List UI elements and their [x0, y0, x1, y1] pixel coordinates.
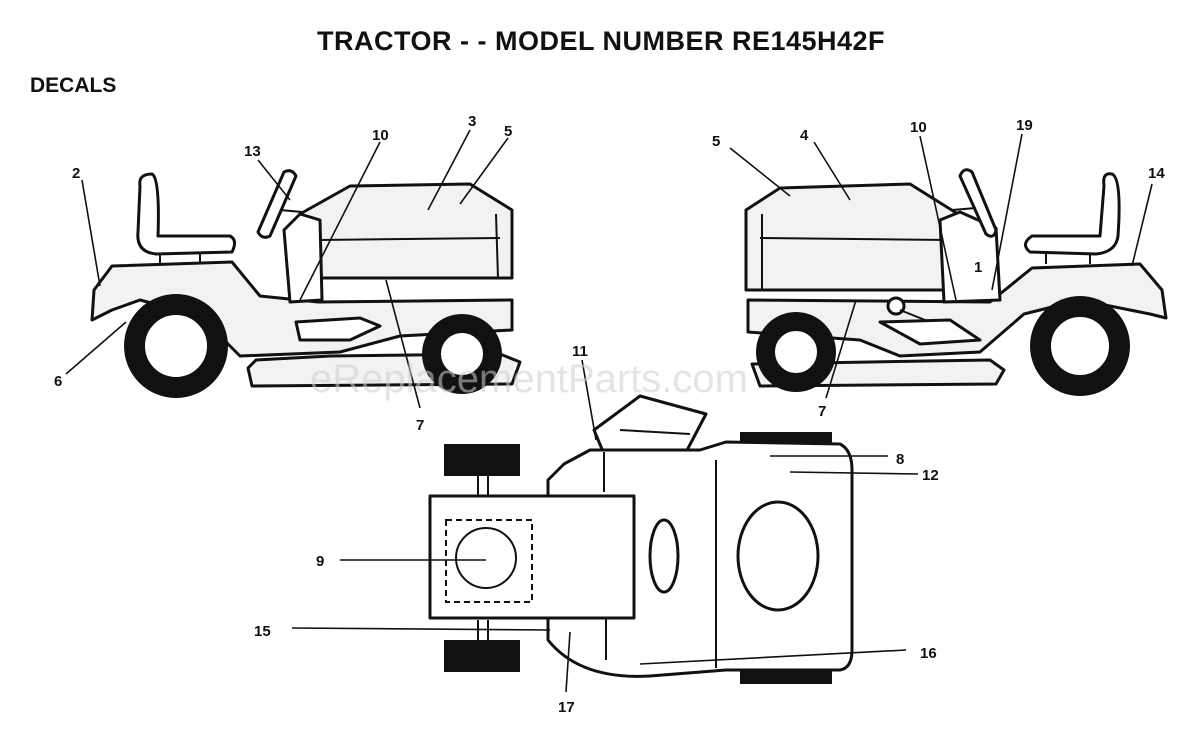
page-title: TRACTOR - - MODEL NUMBER RE145H42F: [316, 26, 886, 56]
callout-10: 10: [372, 127, 389, 144]
callout-5: 5: [712, 133, 720, 150]
rear-wheel-top: [444, 444, 520, 476]
callout-5: 5: [504, 123, 512, 140]
callout-7: 7: [818, 403, 826, 420]
callout-4: 4: [800, 127, 809, 144]
tractor-right-side-view: [729, 133, 1168, 399]
callout-9: 9: [316, 553, 324, 570]
callout-10: 10: [910, 119, 927, 136]
hood: [744, 182, 960, 292]
callout-3: 3: [468, 113, 476, 130]
callout-14: 14: [1148, 165, 1165, 182]
callout-8: 8: [896, 451, 904, 468]
callout-13: 13: [244, 143, 261, 160]
callout-17: 17: [558, 699, 575, 716]
dash-panel: [282, 212, 324, 304]
front-wheel-top: [740, 670, 832, 684]
callout-16: 16: [920, 645, 937, 662]
rear-wheel-top: [444, 640, 520, 672]
tractor-left-side-view: [65, 129, 522, 409]
steering-wheel-top: [592, 394, 708, 458]
watermark-text: eReplacementParts.com: [310, 357, 748, 401]
section-title: DECALS: [30, 74, 117, 97]
callout-2: 2: [72, 165, 80, 182]
seat: [136, 172, 237, 256]
steering-wheel: [256, 169, 298, 239]
hood: [298, 182, 514, 280]
callout-15: 15: [254, 623, 271, 640]
tractor-top-view: [291, 359, 919, 693]
seat: [1024, 172, 1121, 256]
callout-11: 11: [572, 343, 588, 360]
steering-wheel: [958, 168, 998, 238]
callout-1: 1: [974, 259, 982, 276]
callout-19: 19: [1016, 117, 1033, 134]
callout-6: 6: [54, 373, 62, 390]
callout-7: 7: [416, 417, 424, 434]
rear-fender: [746, 262, 1168, 358]
callout-12: 12: [922, 467, 939, 484]
